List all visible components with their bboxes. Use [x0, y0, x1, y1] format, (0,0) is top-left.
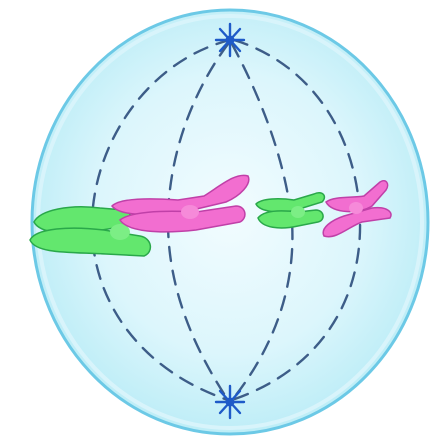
centrosome-top	[216, 24, 244, 56]
centrosome-bottom	[216, 386, 244, 418]
